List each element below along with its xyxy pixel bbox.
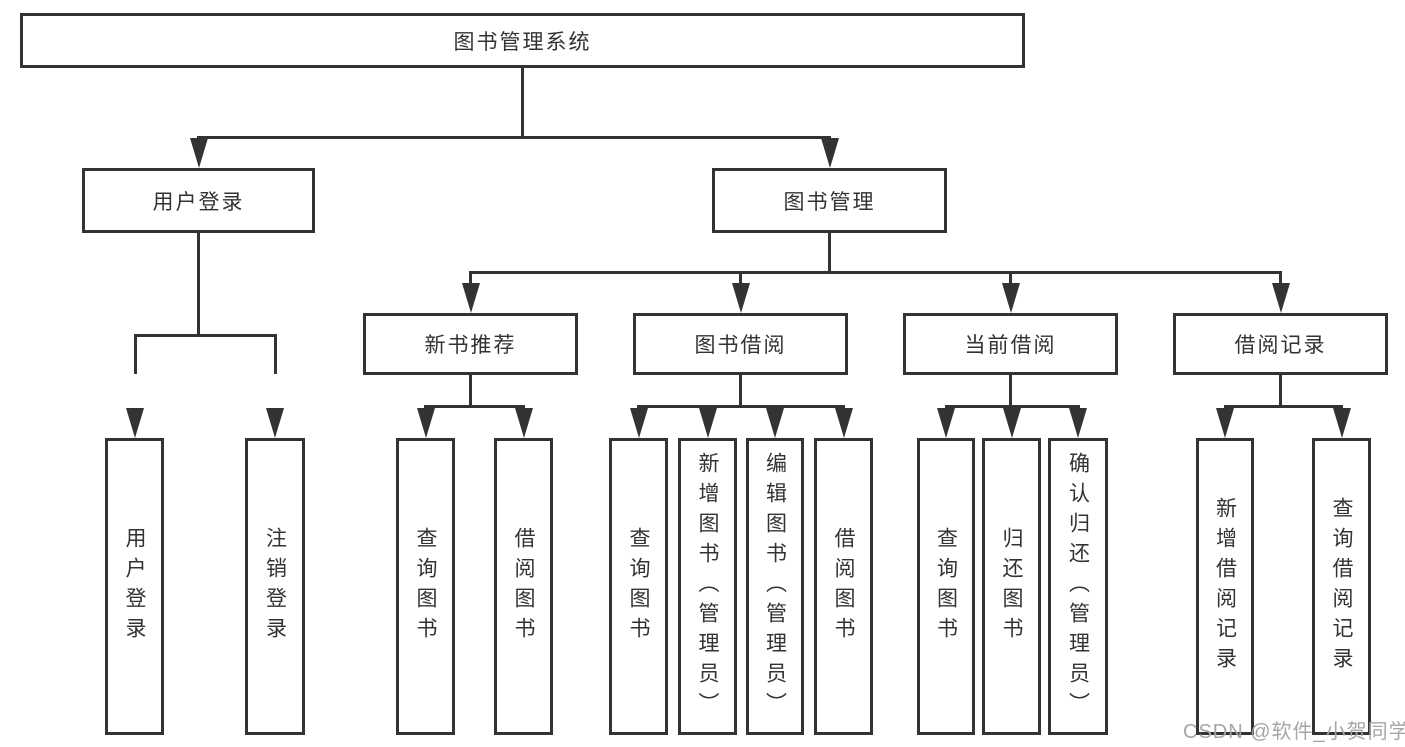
connector-book-mgmt-drop-3 (1009, 271, 1012, 286)
connector-book-mgmt-drop-1 (469, 271, 472, 286)
arrowhead-icon (630, 408, 648, 438)
connector-current-stem (1009, 375, 1012, 408)
node-borrowing-records-label: 借阅记录 (1234, 334, 1327, 357)
connector-recommend-split (424, 405, 525, 408)
arrowhead-icon (766, 408, 784, 438)
connector-book-mgmt-drop-2 (739, 271, 742, 286)
node-user-login: 用户登录 (82, 168, 315, 233)
node-borrowing-borrow-book: 借阅图书 (814, 438, 873, 735)
connector-records-split (1224, 405, 1343, 408)
node-confirm-return-admin: 确认归还（管理员） (1048, 438, 1108, 735)
node-new-book-recommend-label: 新书推荐 (424, 334, 517, 357)
node-confirm-return-admin-label: 确认归还（管理员） (1066, 451, 1090, 722)
node-borrowing-borrow-book-label: 借阅图书 (832, 526, 855, 647)
connector-root-stem (521, 68, 524, 136)
node-borrowing-query-book-label: 查询图书 (627, 526, 650, 647)
connector-records-stem (1279, 375, 1282, 408)
arrowhead-icon (515, 408, 533, 438)
node-user-login-leaf-label: 用户登录 (123, 526, 146, 647)
connector-book-mgmt-stem (828, 233, 831, 274)
node-add-borrow-record: 新增借阅记录 (1196, 438, 1254, 735)
node-borrowing-records: 借阅记录 (1173, 313, 1388, 375)
node-user-login-label: 用户登录 (152, 190, 245, 214)
node-recommend-borrow-book: 借阅图书 (494, 438, 553, 735)
arrowhead-icon (1002, 283, 1020, 313)
node-recommend-query-book: 查询图书 (396, 438, 455, 735)
arrowhead-icon (1003, 408, 1021, 438)
arrowhead-icon (1216, 408, 1234, 438)
arrowhead-icon (699, 408, 717, 438)
node-book-management-label: 图书管理 (783, 190, 876, 214)
connector-borrowing-split (637, 405, 845, 408)
arrowhead-icon (732, 283, 750, 313)
arrowhead-icon (417, 408, 435, 438)
arrowhead-icon (126, 408, 144, 438)
arrowhead-icon (1272, 283, 1290, 313)
arrowhead-icon (1333, 408, 1351, 438)
arrowhead-icon (190, 138, 208, 168)
node-recommend-borrow-book-label: 借阅图书 (512, 526, 535, 647)
node-current-query-book: 查询图书 (917, 438, 975, 735)
node-edit-book-admin: 编辑图书（管理员） (746, 438, 804, 735)
arrowhead-icon (937, 408, 955, 438)
arrowhead-icon (462, 283, 480, 313)
node-book-management: 图书管理 (712, 168, 947, 233)
node-user-login-leaf: 用户登录 (105, 438, 164, 735)
node-current-query-book-label: 查询图书 (934, 526, 958, 647)
connector-book-mgmt-split (469, 271, 1282, 274)
node-library-system: 图书管理系统 (20, 13, 1025, 68)
arrowhead-icon (1069, 408, 1087, 438)
arrowhead-icon (266, 408, 284, 438)
node-logout-label: 注销登录 (263, 526, 287, 647)
arrowhead-icon (821, 138, 839, 168)
connector-user-login-drop-2 (274, 334, 277, 374)
connector-user-login-split (134, 334, 277, 337)
node-new-book-recommend: 新书推荐 (363, 313, 578, 375)
node-library-system-label: 图书管理系统 (453, 30, 592, 54)
connector-book-mgmt-drop-4 (1279, 271, 1282, 286)
node-return-book: 归还图书 (982, 438, 1041, 735)
node-book-borrowing-label: 图书借阅 (694, 334, 787, 357)
arrowhead-icon (835, 408, 853, 438)
node-logout: 注销登录 (245, 438, 305, 735)
node-current-borrowing-label: 当前借阅 (964, 334, 1057, 357)
connector-user-login-drop-1 (134, 334, 137, 374)
connector-recommend-stem (469, 375, 472, 408)
node-borrowing-query-book: 查询图书 (609, 438, 668, 735)
node-query-borrow-record: 查询借阅记录 (1312, 438, 1371, 735)
csdn-watermark: CSDN @软件_小贺同学 (1183, 721, 1405, 743)
connector-user-login-stem (197, 233, 200, 337)
node-book-borrowing: 图书借阅 (633, 313, 848, 375)
node-query-borrow-record-label: 查询借阅记录 (1330, 496, 1353, 677)
node-return-book-label: 归还图书 (1000, 526, 1023, 647)
node-recommend-query-book-label: 查询图书 (414, 526, 437, 647)
node-add-book-admin: 新增图书（管理员） (678, 438, 737, 735)
connector-root-split (197, 136, 831, 139)
connector-borrowing-stem (739, 375, 742, 408)
node-add-borrow-record-label: 新增借阅记录 (1213, 496, 1237, 677)
node-add-book-admin-label: 新增图书（管理员） (696, 451, 719, 722)
node-edit-book-admin-label: 编辑图书（管理员） (763, 451, 787, 722)
node-current-borrowing: 当前借阅 (903, 313, 1118, 375)
